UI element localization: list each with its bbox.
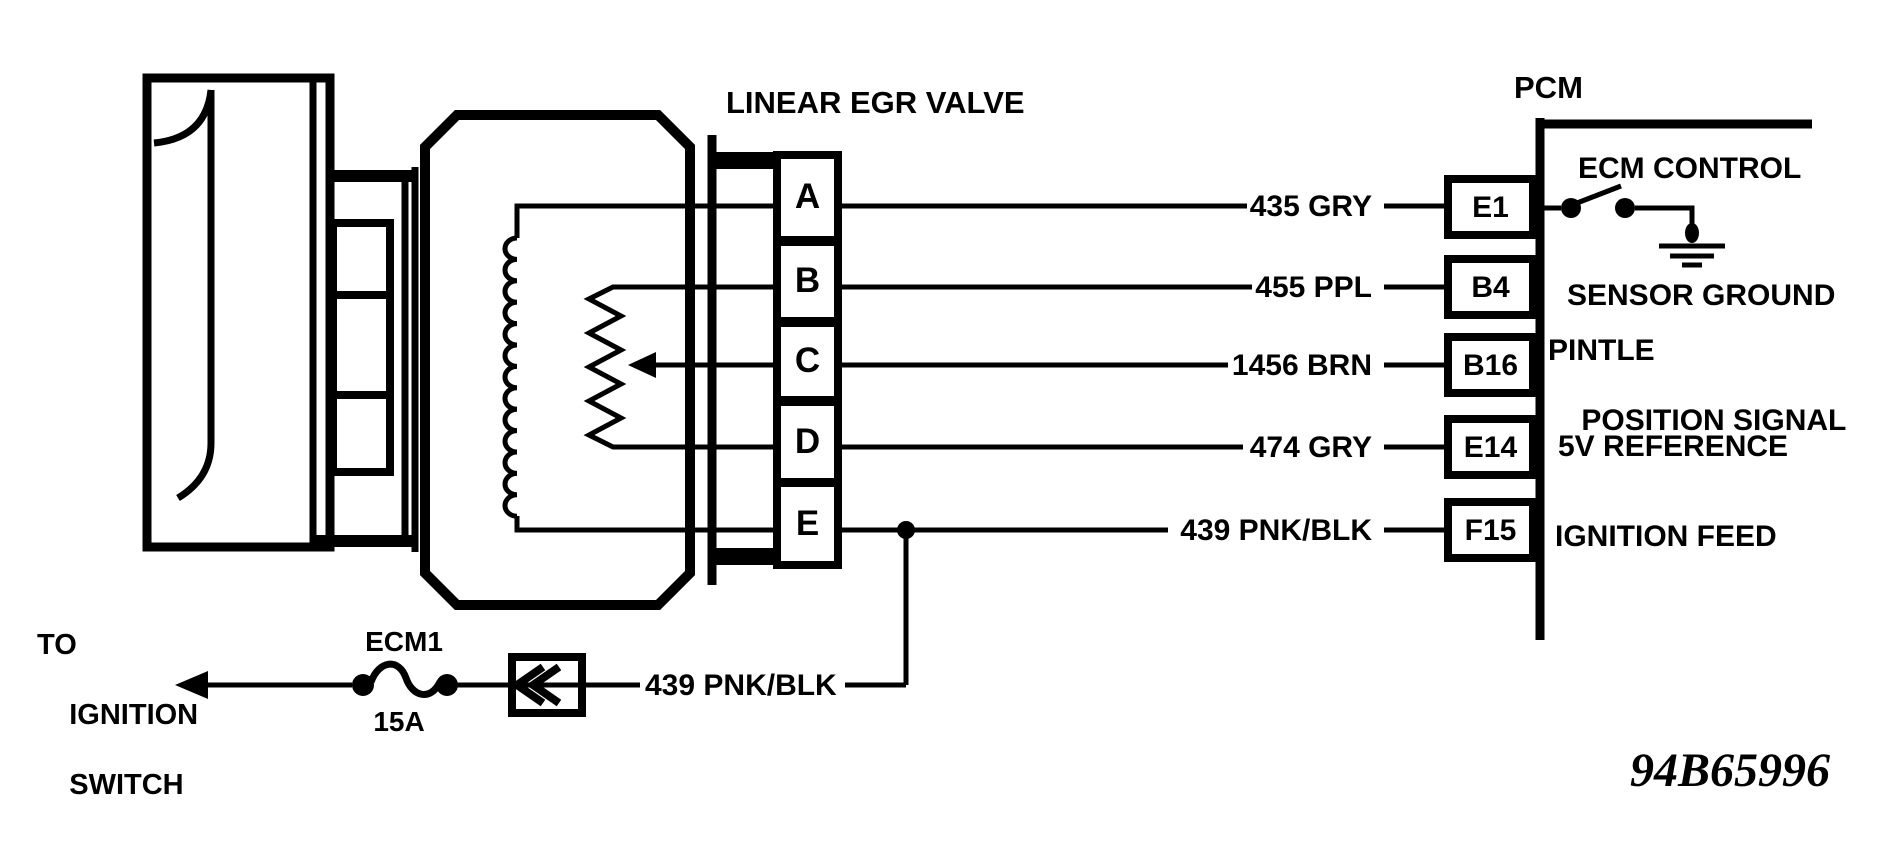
fuse-icon <box>367 660 444 698</box>
pcm-pin-box-e14 <box>1444 415 1537 479</box>
pcm-pin-box-b4 <box>1444 255 1537 319</box>
pintle-line-1: PINTLE <box>1548 334 1655 367</box>
wire-row-e <box>514 516 1168 533</box>
pcm-bracket <box>1535 118 1812 640</box>
pcm-pin-box-e1 <box>1444 175 1537 239</box>
pcm-pin-b4: B4 <box>1471 270 1510 304</box>
connector-stub-top <box>712 152 777 169</box>
pcm-pin-box-b16 <box>1444 333 1537 397</box>
pcm-pin-e14: E14 <box>1463 430 1518 464</box>
valve-mount-block <box>142 73 335 552</box>
switch-ground-wire <box>1635 205 1695 224</box>
pcm-fn-ecm-control: ECM CONTROL <box>1578 152 1802 185</box>
pin-box-c <box>773 319 842 404</box>
connector-stub-bottom <box>712 548 777 565</box>
solenoid-coil-icon <box>502 235 518 519</box>
pcm-pin-e1: E1 <box>1472 190 1509 224</box>
fuse-rating-label: 15A <box>373 706 425 737</box>
pin-box-b <box>773 238 842 325</box>
dest-line-1: TO <box>37 629 77 661</box>
pin-label-b: B <box>794 261 821 301</box>
pin-label-d: D <box>794 421 821 461</box>
pin-box-a <box>773 151 842 244</box>
connector-chevron-1 <box>525 663 562 707</box>
ignition-switch-destination: TO IGNITION SWITCH <box>37 628 198 803</box>
valve-internal-circuit <box>502 203 1252 533</box>
branch-wire-label: 439 PNK/BLK <box>645 669 837 702</box>
valve-mount-contour-line <box>176 90 215 501</box>
egr-valve-body-drawing <box>142 73 777 610</box>
pcm-title: PCM <box>1514 70 1583 105</box>
egr-valve-title: LINEAR EGR VALVE <box>726 85 1025 120</box>
left-arrow-icon <box>175 671 208 699</box>
wire-label-1456-brn: 1456 BRN <box>1231 349 1372 382</box>
egr-connector-pins <box>773 151 842 569</box>
dest-line-2: IGNITION <box>69 699 199 731</box>
pin-label-a: A <box>794 177 821 217</box>
connector-chevron-2 <box>509 663 546 707</box>
document-id: 94B65996 <box>1630 744 1831 797</box>
pcm-wire-stubs <box>1384 203 1449 533</box>
fuse-terminal-right <box>436 674 458 696</box>
wire-label-474-gry: 474 GRY <box>1249 431 1372 464</box>
pcm-fn-pintle-position: PINTLE POSITION SIGNAL <box>1548 333 1846 438</box>
pin-box-d <box>773 398 842 486</box>
wire-label-439-pnkblk: 439 PNK/BLK <box>1180 514 1372 547</box>
pcm-fn-5v-reference: 5V REFERENCE <box>1558 430 1789 463</box>
fuse-name-label: ECM1 <box>365 626 443 657</box>
ecm-control-switch-icon <box>1540 183 1725 268</box>
pin-label-c: C <box>794 341 821 381</box>
ground-stem-dot <box>1685 223 1699 243</box>
pcm-fn-ignition-feed: IGNITION FEED <box>1555 520 1777 553</box>
valve-housing-outline <box>420 110 695 610</box>
resistor-icon <box>583 284 1252 450</box>
switch-contact-left <box>1561 198 1581 218</box>
pin-label-e: E <box>795 503 820 543</box>
switch-blade <box>1576 183 1622 206</box>
pcm-pin-b16: B16 <box>1462 348 1519 382</box>
pcm-fn-sensor-ground: SENSOR GROUND <box>1567 279 1836 312</box>
wire-label-435-gry: 435 GRY <box>1249 190 1372 223</box>
wiper-arrow-icon <box>628 352 656 378</box>
pin-box-e <box>773 479 842 569</box>
bracket-mid-column <box>329 219 394 476</box>
ignition-feed-branch <box>175 521 915 717</box>
pcm-pin-boxes <box>1444 175 1537 562</box>
dest-line-3: SWITCH <box>69 769 184 801</box>
pcm-pin-f15: F15 <box>1464 513 1517 547</box>
wire-label-455-ppl: 455 PPL <box>1255 271 1372 304</box>
pintle-line-2: POSITION SIGNAL <box>1581 404 1847 437</box>
switch-contact-right <box>1615 198 1635 218</box>
valve-mount-corner-curve <box>153 89 215 147</box>
wire-row-a <box>514 203 1247 238</box>
pcm-pin-box-f15 <box>1444 498 1537 562</box>
